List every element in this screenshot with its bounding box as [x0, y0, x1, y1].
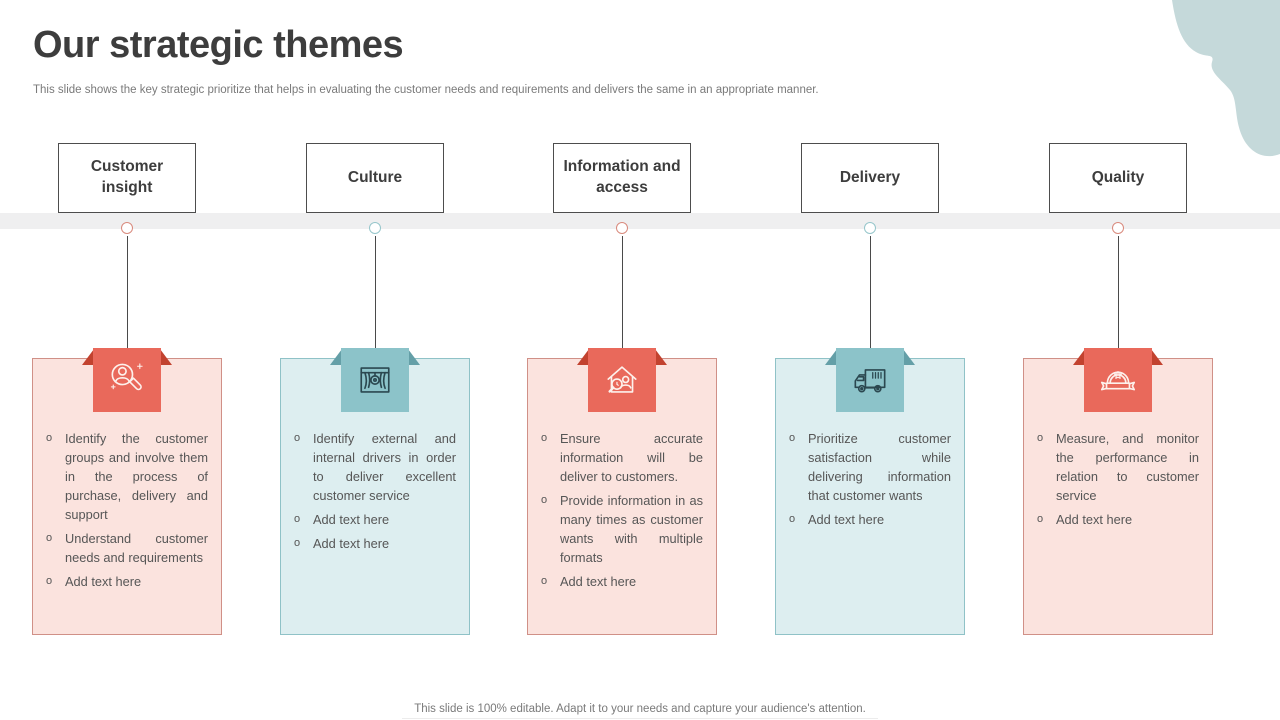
bullet-text: Measure, and monitor the performance in … [1056, 431, 1199, 503]
badge-fold-right-icon [1151, 349, 1163, 365]
bullet-item: o Add text here [291, 510, 456, 529]
bullet-text: Add text here [560, 574, 637, 589]
theme-column-culture: Culture o Identify external and internal … [280, 143, 470, 635]
theme-column-delivery: Delivery o Prioritize customer satisfacti… [775, 143, 965, 635]
bullet-list: o Identify external and internal drivers … [291, 429, 456, 553]
theater-stage-icon [353, 358, 397, 402]
bullet-text: Ensure accurate information will be deli… [560, 431, 703, 484]
bullet-text: Identify the customer groups and involve… [65, 431, 208, 522]
bullet-item: o Provide information in as many times as… [538, 491, 703, 567]
connector-line [1118, 236, 1119, 348]
bullet-marker: o [1037, 513, 1044, 525]
bullet-marker: o [46, 532, 53, 544]
bullet-marker: o [789, 432, 796, 444]
connector-line [870, 236, 871, 348]
bullet-list: o Prioritize customer satisfaction while … [786, 429, 951, 529]
bullet-item: o Add text here [1034, 510, 1199, 529]
bullet-item: o Prioritize customer satisfaction while … [786, 429, 951, 505]
bullet-marker: o [294, 513, 301, 525]
badge-square [93, 348, 161, 412]
connector-circle [616, 222, 628, 234]
icon-badge [330, 348, 420, 412]
bullet-marker: o [294, 432, 301, 444]
bullet-item: o Ensure accurate information will be del… [538, 429, 703, 486]
delivery-truck-icon [848, 358, 892, 402]
bullet-item: o Add text here [538, 572, 703, 591]
bullet-list: o Measure, and monitor the performance in… [1034, 429, 1199, 529]
theme-header-box[interactable]: Information and access [553, 143, 691, 213]
bullet-item: o Measure, and monitor the performance in… [1034, 429, 1199, 505]
connector-line [375, 236, 376, 348]
bullet-marker: o [46, 575, 53, 587]
theme-title: Quality [1091, 168, 1145, 186]
connector-line [127, 236, 128, 348]
badge-square [1084, 348, 1152, 412]
theme-title: Delivery [839, 168, 901, 186]
bullet-item: o Identify external and internal drivers … [291, 429, 456, 505]
theme-header-box[interactable]: Delivery [801, 143, 939, 213]
icon-badge [825, 348, 915, 412]
bullet-item: o Add text here [786, 510, 951, 529]
theme-header-box[interactable]: Customer insight [58, 143, 196, 213]
bullet-marker: o [1037, 432, 1044, 444]
bullet-text: Add text here [808, 512, 885, 527]
corner-blob-decoration [1172, 0, 1280, 157]
bullet-text: Provide information in as many times as … [560, 493, 703, 565]
connector-circle [369, 222, 381, 234]
bullet-list: o Identify the customer groups and involv… [43, 429, 208, 591]
bullet-item: o Understand customer needs and requireme… [43, 529, 208, 567]
bullet-item: o Add text here [291, 534, 456, 553]
bullet-marker: o [789, 513, 796, 525]
badge-square [341, 348, 409, 412]
bullet-text: Prioritize customer satisfaction while d… [808, 431, 951, 503]
theme-title: Information and access [563, 158, 681, 196]
connector-circle [1112, 222, 1124, 234]
bullet-marker: o [294, 537, 301, 549]
house-search-icon [600, 358, 644, 402]
badge-fold-right-icon [160, 349, 172, 365]
theme-title: Culture [347, 168, 403, 186]
bullet-list: o Ensure accurate information will be del… [538, 429, 703, 591]
bullet-text: Understand customer needs and requiremen… [65, 531, 208, 565]
page-subtitle: This slide shows the key strategic prior… [33, 84, 819, 96]
icon-badge [577, 348, 667, 412]
footer-note: This slide is 100% editable. Adapt it to… [0, 699, 1280, 719]
connector-line [622, 236, 623, 348]
footer-note-text: This slide is 100% editable. Adapt it to… [402, 703, 878, 719]
theme-column-quality: Quality o Measure, and monitor the perfor… [1023, 143, 1213, 635]
connector-circle [864, 222, 876, 234]
theme-column-information-and-access: Information and access o Ensure accurate … [527, 143, 717, 635]
connector-circle [121, 222, 133, 234]
person-magnifier-icon [105, 358, 149, 402]
bullet-item: o Add text here [43, 572, 208, 591]
bullet-text: Add text here [65, 574, 142, 589]
bullet-marker: o [541, 494, 548, 506]
bullet-text: Add text here [313, 512, 390, 527]
bullet-text: Add text here [1056, 512, 1133, 527]
icon-badge [1073, 348, 1163, 412]
theme-title: Customer insight [90, 158, 164, 196]
bullet-marker: o [541, 575, 548, 587]
page-title: Our strategic themes [33, 24, 404, 66]
bullet-marker: o [46, 432, 53, 444]
bullet-item: o Identify the customer groups and involv… [43, 429, 208, 524]
icon-badge [82, 348, 172, 412]
award-badge-icon [1096, 358, 1140, 402]
badge-square [588, 348, 656, 412]
theme-header-box[interactable]: Culture [306, 143, 444, 213]
bullet-text: Identify external and internal drivers i… [313, 431, 456, 503]
timeline-band [0, 213, 1280, 229]
bullet-text: Add text here [313, 536, 390, 551]
theme-card[interactable]: o Identify external and internal drivers … [280, 358, 470, 635]
bullet-marker: o [541, 432, 548, 444]
theme-column-customer-insight: Customer insight o Identify the customer … [32, 143, 222, 635]
badge-square [836, 348, 904, 412]
theme-header-box[interactable]: Quality [1049, 143, 1187, 213]
